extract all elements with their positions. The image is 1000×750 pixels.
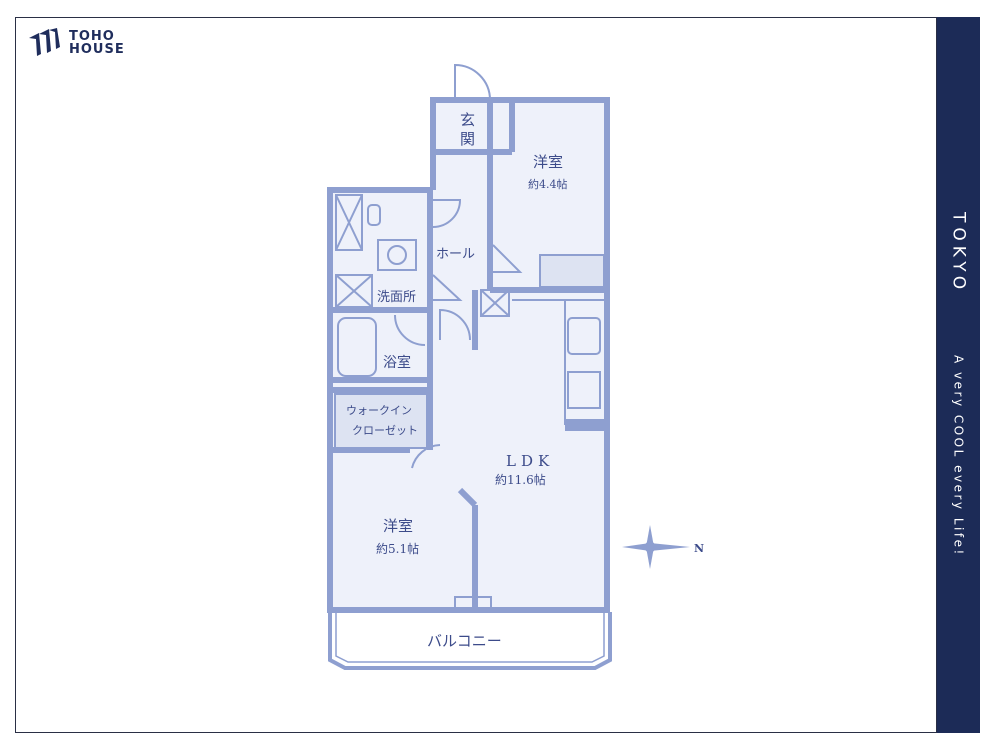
logo-line1: TOHO bbox=[69, 29, 115, 44]
balcony bbox=[328, 612, 612, 670]
walls bbox=[327, 97, 610, 613]
wic-label-2: クローゼット bbox=[352, 424, 418, 437]
ldk-name: LDK bbox=[506, 452, 554, 470]
wic-label-1: ウォークイン bbox=[346, 404, 412, 417]
hall-label: ホール bbox=[436, 247, 475, 262]
sidebar-tagline: A very COOL every Life! bbox=[951, 355, 966, 557]
ldk-size: 約11.6帖 bbox=[495, 472, 546, 487]
bathroom-label: 浴室 bbox=[383, 354, 411, 371]
logo-icon bbox=[29, 28, 60, 56]
washroom-label: 洗面所 bbox=[377, 290, 416, 305]
western-room-2-size: 約5.1帖 bbox=[376, 541, 419, 556]
logo-line2: HOUSE bbox=[69, 42, 125, 57]
entrance-door bbox=[454, 63, 491, 101]
page-frame bbox=[15, 17, 937, 733]
balcony-label: バルコニー bbox=[427, 632, 502, 650]
compass-icon bbox=[622, 525, 690, 569]
entrance-label-2: 関 bbox=[460, 130, 475, 148]
western-room-2-name: 洋室 bbox=[383, 517, 413, 535]
toho-house-logo: TOHO HOUSE bbox=[27, 28, 125, 58]
western-room-1-name: 洋室 bbox=[533, 153, 563, 171]
sidebar: TOKYO A very COOL every Life! bbox=[937, 17, 980, 733]
entrance-label-1: 玄 bbox=[460, 111, 475, 129]
compass-north-label: N bbox=[694, 542, 704, 555]
sidebar-title: TOKYO bbox=[948, 212, 969, 295]
western-room-1-size: 約4.4帖 bbox=[528, 177, 568, 191]
